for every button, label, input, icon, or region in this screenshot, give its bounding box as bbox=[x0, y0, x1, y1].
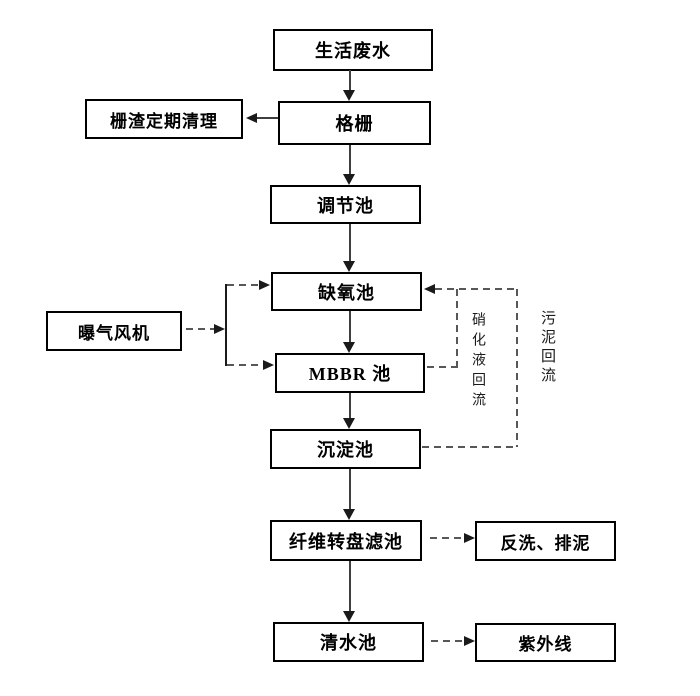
node-fiber-disc-filter: 纤维转盘滤池 bbox=[270, 520, 422, 561]
edge-filter-to-clearwater-line bbox=[349, 561, 351, 612]
edge-blower-trunk-line bbox=[186, 328, 214, 330]
edge-screen-to-residue-arrowhead-icon bbox=[246, 113, 257, 123]
edge-wastewater-to-screen-arrowhead-icon bbox=[343, 90, 355, 101]
edge-return-to-anoxic-arrowhead-icon bbox=[424, 284, 435, 294]
edge-filter-to-backwash-arrowhead-icon bbox=[464, 533, 475, 543]
edge-screen-to-regulating-line bbox=[349, 145, 351, 175]
edge-screen-to-residue-line bbox=[257, 117, 278, 119]
node-mbbr-tank: MBBR 池 bbox=[275, 353, 425, 393]
node-bar-screen: 格栅 bbox=[278, 101, 431, 145]
node-anoxic-tank: 缺氧池 bbox=[271, 272, 422, 311]
edge-filter-to-clearwater-arrowhead-icon bbox=[343, 611, 355, 622]
edge-nitrified-return-vertical-line bbox=[456, 289, 458, 367]
edge-regulating-to-anoxic-line bbox=[349, 224, 351, 262]
edge-screen-to-regulating-arrowhead-icon bbox=[343, 174, 355, 185]
node-clear-water-tank: 清水池 bbox=[273, 622, 424, 662]
edge-clearwater-to-uv-line bbox=[431, 640, 464, 642]
node-screen-residue-cleaning: 栅渣定期清理 bbox=[85, 99, 243, 139]
node-domestic-wastewater: 生活废水 bbox=[273, 29, 433, 71]
edge-blower-to-anoxic-arrowhead-icon bbox=[259, 280, 270, 290]
edge-blower-to-mbbr-line bbox=[227, 364, 263, 366]
node-uv-disinfection: 紫外线 bbox=[475, 623, 616, 662]
label-sludge-return: 污泥回流 bbox=[539, 310, 555, 386]
edge-filter-to-backwash-line bbox=[430, 537, 464, 539]
edge-sedimentation-to-filter-line bbox=[349, 469, 351, 510]
node-sedimentation-tank: 沉淀池 bbox=[270, 429, 421, 469]
label-nitrified-liquid-return: 硝化液回流 bbox=[470, 312, 485, 412]
node-aeration-blower: 曝气风机 bbox=[46, 311, 182, 351]
node-regulating-tank: 调节池 bbox=[270, 185, 421, 224]
edge-blower-to-anoxic-line bbox=[227, 284, 259, 286]
edge-return-top-line bbox=[435, 288, 517, 290]
edge-wastewater-to-screen-line bbox=[349, 70, 351, 90]
edge-nitrified-return-horizontal-line bbox=[427, 366, 458, 368]
edge-sludge-return-vertical-line bbox=[516, 289, 518, 447]
edge-regulating-to-anoxic-arrowhead-icon bbox=[343, 261, 355, 272]
edge-clearwater-to-uv-arrowhead-icon bbox=[464, 636, 475, 646]
edge-blower-trunk-arrowhead-icon bbox=[214, 324, 225, 334]
edge-mbbr-to-sedimentation-line bbox=[349, 393, 351, 419]
blower-branch-junction-line bbox=[225, 284, 227, 366]
edge-mbbr-to-sedimentation-arrowhead-icon bbox=[343, 418, 355, 429]
node-backwash-sludge-discharge: 反洗、排泥 bbox=[475, 521, 616, 561]
edge-anoxic-to-mbbr-line bbox=[349, 311, 351, 343]
edge-anoxic-to-mbbr-arrowhead-icon bbox=[343, 342, 355, 353]
edge-sludge-return-horizontal-line bbox=[422, 446, 518, 448]
edge-blower-to-mbbr-arrowhead-icon bbox=[263, 360, 274, 370]
edge-sedimentation-to-filter-arrowhead-icon bbox=[343, 509, 355, 520]
